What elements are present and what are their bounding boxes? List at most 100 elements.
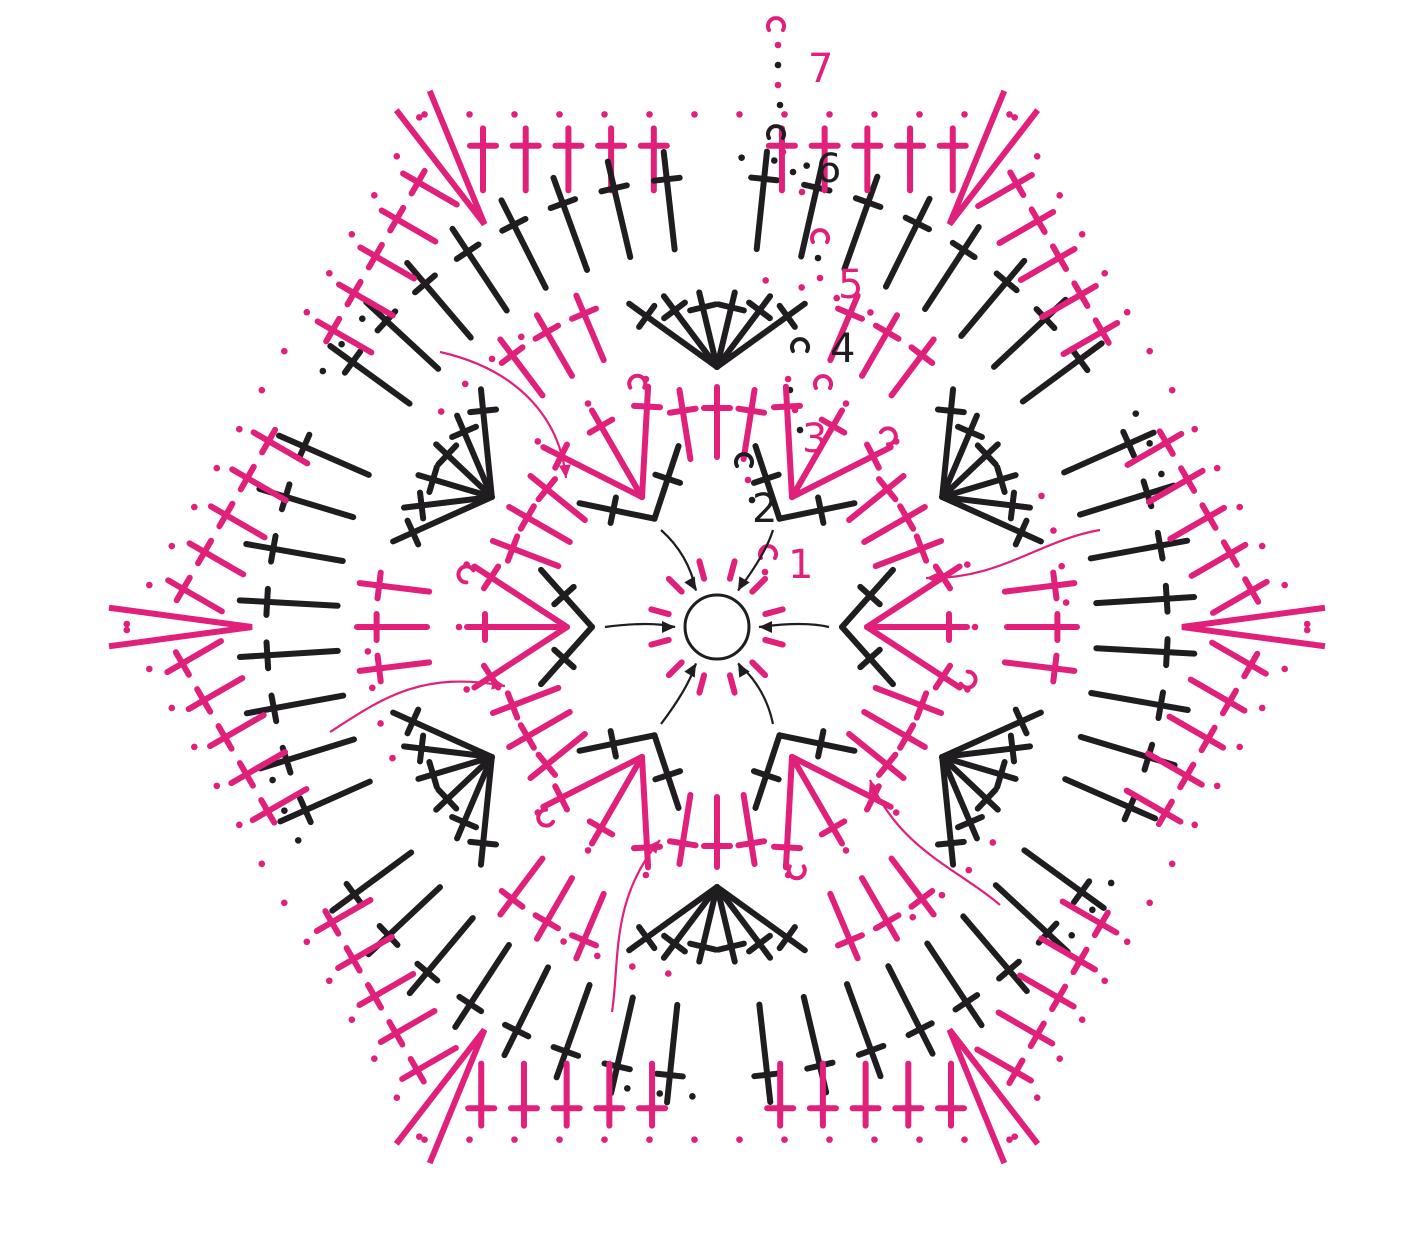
r5-chain-dot-icon-1-0 — [1038, 493, 1045, 500]
r3-stitch-0-0-bar — [670, 409, 696, 413]
r5-chain-dot-icon-4-3 — [365, 648, 372, 655]
r6-stitch-0-0-bar — [751, 178, 777, 181]
r7-chain-dot-icon-5-6 — [259, 387, 266, 394]
r7-chain-dot-icon-0-10 — [871, 111, 878, 118]
r7-chain-dot-icon-3-10 — [556, 1136, 563, 1143]
r5-chain-dot-icon-1-1 — [1050, 527, 1057, 534]
r7-chain-dot-icon-5-5 — [236, 426, 243, 433]
r5-chain-dot-icon-5-3 — [518, 334, 525, 341]
r7-chain-dot-icon-4-6 — [281, 899, 288, 906]
r7-chain-dot-icon-0-6 — [691, 111, 698, 118]
r3-vstitch-2-2-bar — [774, 847, 800, 848]
r5-chain-dot-icon-4-1 — [377, 720, 384, 727]
r6-chain-dot-icon-1-0 — [1132, 410, 1139, 417]
r7-chain-dot-icon-4-7 — [259, 861, 266, 868]
r7-chain-dot-icon-4-12 — [146, 666, 153, 673]
r7-chain-dot-icon-1-6 — [1146, 348, 1153, 355]
r7-chain-dot-icon-4-5 — [304, 938, 311, 945]
r4-fan-stitch-1-4-bar — [1011, 493, 1014, 519]
r7-chain-dot-icon-0-9 — [826, 111, 833, 118]
r7-chain-dot-icon-3-2 — [916, 1136, 923, 1143]
r7-chain-dot-icon-1-10 — [1236, 504, 1243, 511]
r7-chain-dot-icon-4-2 — [371, 1055, 378, 1062]
r5-chain-dot-icon-1-2 — [1058, 563, 1065, 570]
r3-chain-dot-icon-3-1 — [585, 847, 592, 854]
r3-chain-dot-icon-2-1 — [843, 847, 850, 854]
r6-chain-dot-icon-0-1 — [771, 157, 778, 164]
r7-chain-dot-icon-0-1 — [466, 111, 473, 118]
start-chain-dot-icon-0 — [775, 42, 782, 49]
start-chain-dot-icon-8 — [817, 275, 824, 282]
r6-chain-dot-icon-5-1 — [338, 341, 345, 348]
start-chain-dot-icon-3 — [777, 102, 784, 109]
r7-chain-dot-icon-5-0 — [124, 621, 131, 628]
r3-vstitch-5-2-bar — [634, 406, 660, 407]
r6-chain-dot-icon-4-0 — [295, 837, 302, 844]
r7-chain-dot-icon-0-5 — [646, 111, 653, 118]
r4-fan-stitch-2-1-bar — [1011, 736, 1014, 762]
r5-stitch-4-0-bar — [378, 656, 381, 682]
r6-chain-dot-icon-4-1 — [281, 807, 288, 814]
r7-chain-dot-icon-3-0 — [1006, 1136, 1013, 1143]
start-chain-dot-icon-14 — [762, 569, 769, 576]
r7-chain-dot-icon-3-11 — [511, 1136, 518, 1143]
r5-chain-dot-icon-3-1 — [629, 963, 636, 970]
round-label-7: 7 — [808, 46, 833, 92]
r6-stitch-4-4-bar — [266, 589, 267, 615]
r3-chain-dot-icon-2-0 — [893, 809, 900, 816]
r6-chain-dot-icon-2-2 — [1068, 932, 1075, 939]
r7-chain-dot-icon-2-9 — [1101, 977, 1108, 984]
r7-chain-dot-icon-1-8 — [1191, 426, 1198, 433]
r7-chain-dot-icon-4-11 — [169, 705, 176, 712]
r7-chain-dot-icon-5-7 — [281, 348, 288, 355]
r3-chain-dot-icon-0-0 — [785, 376, 792, 383]
r7-chain-dot-icon-3-3 — [871, 1136, 878, 1143]
r5-chain-dot-icon-3-2 — [594, 953, 601, 960]
r7-chain-dot-icon-5-12 — [394, 153, 401, 160]
r5-chain-dot-icon-5-1 — [462, 381, 469, 388]
r7-chain-dot-icon-2-1 — [1281, 666, 1288, 673]
r7-chain-dot-icon-3-7 — [691, 1136, 698, 1143]
r7-chain-dot-icon-5-9 — [326, 270, 333, 277]
r5-chain-dot-icon-3-0 — [665, 970, 672, 977]
r6-chain-dot-icon-5-0 — [320, 368, 327, 375]
r7-chain-dot-icon-5-11 — [371, 192, 378, 199]
r7-chain-dot-icon-2-8 — [1124, 938, 1131, 945]
r5-chain-dot-icon-2-3 — [909, 914, 916, 921]
r5-chain-dot-icon-2-1 — [965, 867, 972, 874]
r6-stitch-5-7-bar — [654, 178, 680, 181]
r3-chain-dot-icon-3-0 — [643, 872, 650, 879]
r7-chain-dot-icon-4-4 — [326, 977, 333, 984]
r5-chain-dot-icon-2-0 — [990, 839, 997, 846]
r3-chain-dot-icon-4-1 — [456, 624, 463, 631]
r7-chain-dot-icon-3-4 — [826, 1136, 833, 1143]
r7-chain-dot-icon-4-1 — [394, 1094, 401, 1101]
r5-chain-dot-icon-0-3 — [867, 309, 874, 316]
start-chain-dot-icon-5 — [790, 169, 797, 176]
r7-chain-dot-icon-3-1 — [961, 1136, 968, 1143]
r6-chain-dot-icon-0-0 — [738, 154, 745, 161]
r4-fan-stitch-5-5-bar — [470, 410, 496, 413]
r7-chain-dot-icon-5-2 — [169, 543, 176, 550]
r6-stitch-1-4-bar — [1166, 639, 1167, 665]
r3-chain-dot-icon-5-1 — [585, 400, 592, 407]
r3-chain-dot-icon-4-0 — [463, 686, 470, 693]
r7-chain-dot-icon-4-10 — [191, 744, 198, 751]
r7-chain-dot-icon-1-13 — [1304, 621, 1311, 628]
start-chain-dot-icon-1 — [775, 62, 782, 69]
r7-chain-dot-icon-2-2 — [1259, 705, 1266, 712]
r5-chain-dot-icon-0-0 — [762, 277, 769, 284]
r7-chain-dot-icon-4-9 — [214, 783, 221, 790]
r7-chain-dot-icon-2-11 — [1056, 1055, 1063, 1062]
round-label-3: 3 — [802, 416, 827, 462]
r4-fan-stitch-1-0-bar — [938, 410, 964, 413]
r5-chain-dot-icon-4-2 — [369, 684, 376, 691]
r7-chain-dot-icon-1-5 — [1124, 309, 1131, 316]
r7-chain-dot-icon-5-3 — [191, 504, 198, 511]
r7-chain-dot-icon-1-11 — [1259, 543, 1266, 550]
r5-chain-dot-icon-2-2 — [939, 892, 946, 899]
round-label-2: 2 — [752, 486, 777, 532]
r7-chain-dot-icon-1-7 — [1169, 387, 1176, 394]
r6-chain-dot-icon-3-2 — [624, 1085, 631, 1092]
